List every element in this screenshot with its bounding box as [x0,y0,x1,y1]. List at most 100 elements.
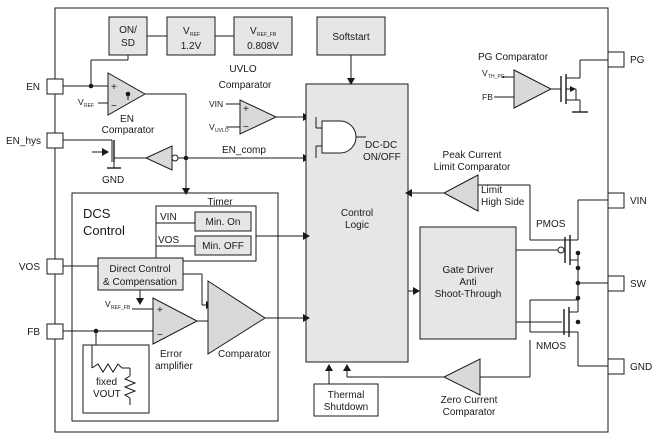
svg-text:Softstart: Softstart [332,32,369,43]
on-sd-block: ON/ SD [108,16,148,56]
svg-text:VIN: VIN [160,212,177,223]
svg-text:SD: SD [121,38,135,49]
svg-text:Zero Current: Zero Current [441,395,498,406]
svg-text:Comparator: Comparator [443,407,496,418]
svg-text:−: − [243,122,249,133]
pin-en: EN [26,78,64,95]
svg-text:Anti: Anti [459,277,476,288]
svg-text:Shutdown: Shutdown [324,402,368,413]
svg-text:Min. On: Min. On [205,217,240,228]
svg-text:PMOS: PMOS [536,219,566,230]
pin-en-hys-label: EN_hys [6,136,41,147]
svg-text:UVLO: UVLO [215,128,229,134]
svg-text:Peak Current: Peak Current [443,150,502,161]
svg-text:−: − [111,101,117,112]
svg-text:Limit: Limit [481,185,502,196]
pin-fb-label: FB [27,327,40,338]
svg-text:DCS: DCS [83,206,111,221]
svg-text:VOS: VOS [158,235,179,246]
svg-text:Thermal: Thermal [328,390,365,401]
svg-text:1.2V: 1.2V [181,41,202,52]
svg-text:ON/: ON/ [119,25,137,36]
pin-pg: PG [607,51,645,68]
peak-current-comparator [442,174,479,212]
svg-text:+: + [111,82,117,93]
and-gate [321,120,357,154]
pin-sw-label: SW [630,279,647,290]
softstart-block: Softstart [316,16,386,56]
svg-text:Control: Control [341,208,373,219]
vref-block: V REF 1.2V [166,16,216,56]
svg-text:REF: REF [190,32,200,38]
svg-text:Min. OFF: Min. OFF [202,241,244,252]
svg-text:Comparator: Comparator [219,80,272,91]
gate-driver-block [419,226,517,340]
inverter [144,145,173,171]
svg-text:EN_comp: EN_comp [222,145,266,156]
direct-control-block [97,257,184,291]
svg-text:V: V [209,122,215,132]
pin-vin-label: VIN [630,196,647,207]
svg-text:+: + [243,104,249,115]
svg-text:V: V [105,299,111,309]
svg-text:Timer: Timer [207,197,233,208]
error-amplifier [152,297,199,345]
pin-pg-label: PG [630,55,645,66]
svg-text:& Compensation: & Compensation [103,277,177,288]
svg-text:VOUT: VOUT [93,389,121,400]
pin-en-label: EN [26,82,40,93]
svg-text:V: V [78,97,84,107]
svg-text:Error: Error [160,349,183,360]
zero-current-comparator [442,358,481,396]
pg-comparator [513,69,553,109]
svg-text:GND: GND [102,175,124,186]
comparator [207,280,266,355]
pin-gnd-label: GND [630,362,652,373]
svg-text:V: V [183,26,190,37]
min-on-block [194,211,252,232]
svg-text:Logic: Logic [345,220,369,231]
svg-text:VIN: VIN [209,99,223,109]
thermal-shutdown-block [313,383,379,417]
svg-text:Gate Driver: Gate Driver [442,265,494,276]
svg-text:−: − [157,330,163,341]
svg-text:PG Comparator: PG Comparator [478,52,549,63]
svg-text:REF: REF [84,103,94,109]
svg-text:V: V [250,26,257,37]
svg-text:0.808V: 0.808V [247,41,279,52]
pin-vos: VOS [19,258,64,275]
dcs-control-region [71,192,279,422]
pin-vos-label: VOS [19,262,40,273]
ic-boundary [54,7,609,433]
svg-text:Comparator: Comparator [102,125,155,136]
svg-text:FB: FB [482,92,493,102]
svg-text:NMOS: NMOS [536,341,566,352]
svg-text:Direct Control: Direct Control [109,264,170,275]
svg-text:ON/OFF: ON/OFF [363,152,401,163]
resistor-top [91,363,130,373]
svg-text:EN: EN [120,114,134,125]
svg-text:Comparator: Comparator [218,349,271,360]
svg-text:fixed: fixed [96,377,117,388]
pin-gnd: GND [607,358,652,375]
resistor-bottom [123,375,137,399]
pin-vin: VIN [607,192,647,209]
svg-text:DC-DC: DC-DC [365,140,397,151]
svg-text:Control: Control [83,223,125,238]
fixed-vout-block [82,344,150,414]
svg-text:TH_PG: TH_PG [488,74,505,80]
vref-fb-block: V REF_FB 0.808V [233,16,293,56]
svg-text:amplifier: amplifier [155,361,193,372]
uvlo-comparator [239,99,278,135]
svg-text:Limit Comparator: Limit Comparator [434,162,511,173]
svg-text:REF_FB: REF_FB [257,32,277,38]
svg-text:+: + [157,305,163,316]
pin-fb: FB [27,323,64,340]
pin-en-hys: EN_hys [6,132,64,149]
svg-text:Shoot-Through: Shoot-Through [435,289,502,300]
svg-text:UVLO: UVLO [229,64,256,75]
svg-text:REF_FB: REF_FB [111,305,131,311]
pin-sw: SW [607,275,647,292]
svg-text:V: V [482,68,488,78]
